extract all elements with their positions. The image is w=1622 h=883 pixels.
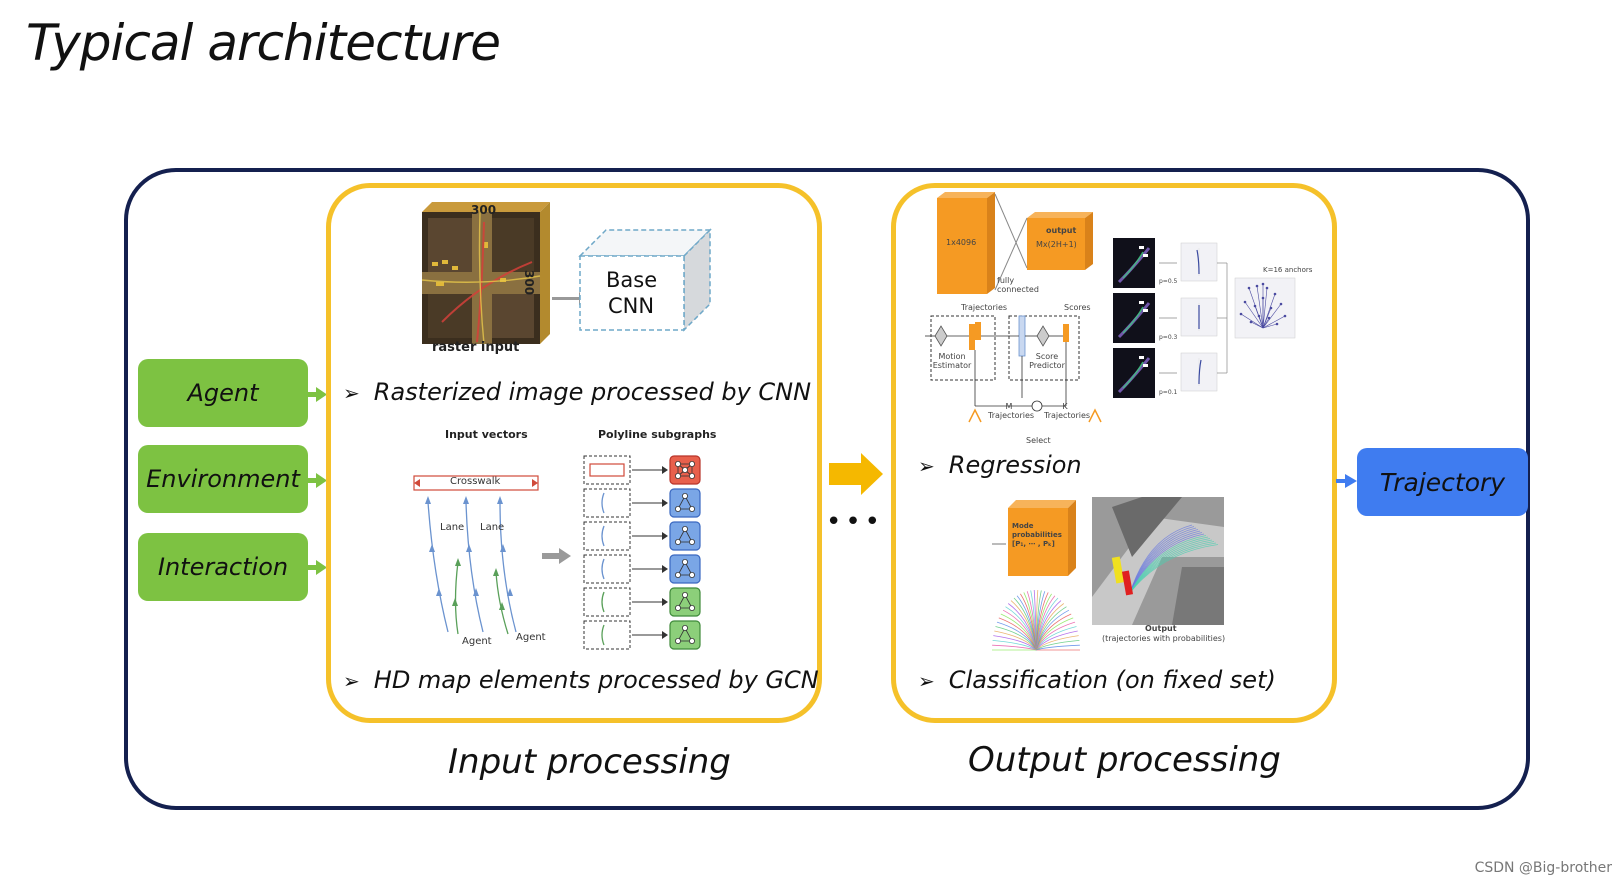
watermark: CSDN @Big-brother [1474, 860, 1612, 876]
subgraph-row [583, 455, 701, 485]
subgraph-row [583, 521, 701, 551]
fully-connected-label: fully connected [997, 276, 1039, 294]
slide-title: Typical architecture [26, 14, 501, 72]
anchors-plot [1234, 277, 1296, 339]
input-vectors-figure [413, 475, 539, 635]
vectors-to-subgraphs-arrow [542, 548, 571, 564]
p-label-1: p=0.5 [1159, 278, 1178, 285]
ellipsis-dots: ••• [826, 507, 885, 537]
mode-probabilities-label: probabilities [1012, 531, 1062, 539]
raster-input-image [421, 202, 550, 345]
raster-dim-side: 300 [522, 270, 536, 296]
cnn-label-line2: CNN [608, 294, 655, 318]
cnn-label-line1: Base [606, 268, 658, 292]
trajectory-set-fan [992, 589, 1080, 651]
raster-input-label: raster input [432, 340, 520, 355]
output-block-dims: Mx(2H+1) [1036, 240, 1077, 249]
polyline-subgraphs-heading: Polyline subgraphs [598, 428, 717, 441]
bullet-classification: ➢Classification (on fixed set) [918, 666, 1276, 694]
input-box-environment: Environment [138, 445, 308, 513]
motion-score-diagram [925, 315, 1102, 423]
classification-output-label: Output [1145, 624, 1177, 633]
green-arrows [305, 387, 327, 575]
lane-label-2: Lane [480, 522, 505, 533]
output-block-label: output [1046, 226, 1077, 235]
k-trajectories-label: K Trajectories [1044, 402, 1091, 420]
p-label-3: p=0.1 [1159, 389, 1178, 396]
regression-network-figure [937, 192, 1093, 294]
bullet-hd-map: ➢HD map elements processed by GCN [343, 666, 819, 694]
select-label: Select [1026, 436, 1051, 445]
output-box-trajectory: Trajectory [1357, 448, 1528, 516]
m-trajectories-label: M Trajectories [988, 402, 1035, 420]
p-label-2: p=0.3 [1159, 334, 1178, 341]
blue-arrow [1336, 474, 1357, 488]
crosswalk-label: Crosswalk [450, 476, 501, 487]
classification-output-sub: (trajectories with probabilities) [1102, 634, 1226, 643]
score-predictor-label: Score Predictor [1029, 352, 1065, 370]
subgraph-row [583, 554, 701, 584]
subgraph-row [583, 620, 701, 650]
lane-label-1: Lane [440, 522, 465, 533]
motion-estimator-label: Motion Estimator [932, 352, 972, 370]
input-box-interaction: Interaction [138, 533, 308, 601]
trajectory-thumbnails [1113, 238, 1296, 398]
input-processing-caption: Input processing [448, 742, 731, 782]
mode-probabilities-vector: [P₁, ⋯ , Pₖ] [1012, 540, 1055, 548]
subgraph-row [583, 587, 701, 617]
raster-dim-top: 300 [471, 203, 497, 217]
output-processing-caption: Output processing [968, 740, 1281, 780]
flow-arrow [829, 453, 883, 495]
input-box-agent: Agent [138, 359, 308, 427]
architecture-frame [124, 168, 1530, 810]
output-processing-panel [891, 183, 1337, 723]
trajectories-label: Trajectories [961, 303, 1008, 312]
subgraph-row [583, 488, 701, 518]
classification-output-scene [1092, 497, 1224, 625]
mode-probabilities-cube [992, 500, 1076, 576]
base-cnn-cube [578, 228, 712, 332]
mode-label: Mode [1012, 522, 1034, 530]
trajectory-thumbnail [1113, 293, 1227, 343]
agent-label-1: Agent [462, 636, 492, 647]
trajectory-thumbnail [1113, 348, 1227, 398]
trajectory-thumbnail [1113, 238, 1227, 288]
polyline-subgraphs-figure [583, 455, 701, 650]
input-vectors-heading: Input vectors [445, 428, 528, 441]
input-processing-panel [326, 183, 822, 723]
agent-label-2: Agent [516, 632, 546, 643]
bullet-regression: ➢Regression [918, 451, 1082, 479]
block-label-1x4096: 1x4096 [946, 238, 977, 247]
anchors-label: K=16 anchors [1263, 266, 1313, 274]
bullet-rasterized: ➢Rasterized image processed by CNN [343, 378, 812, 406]
scores-label: Scores [1064, 303, 1091, 312]
